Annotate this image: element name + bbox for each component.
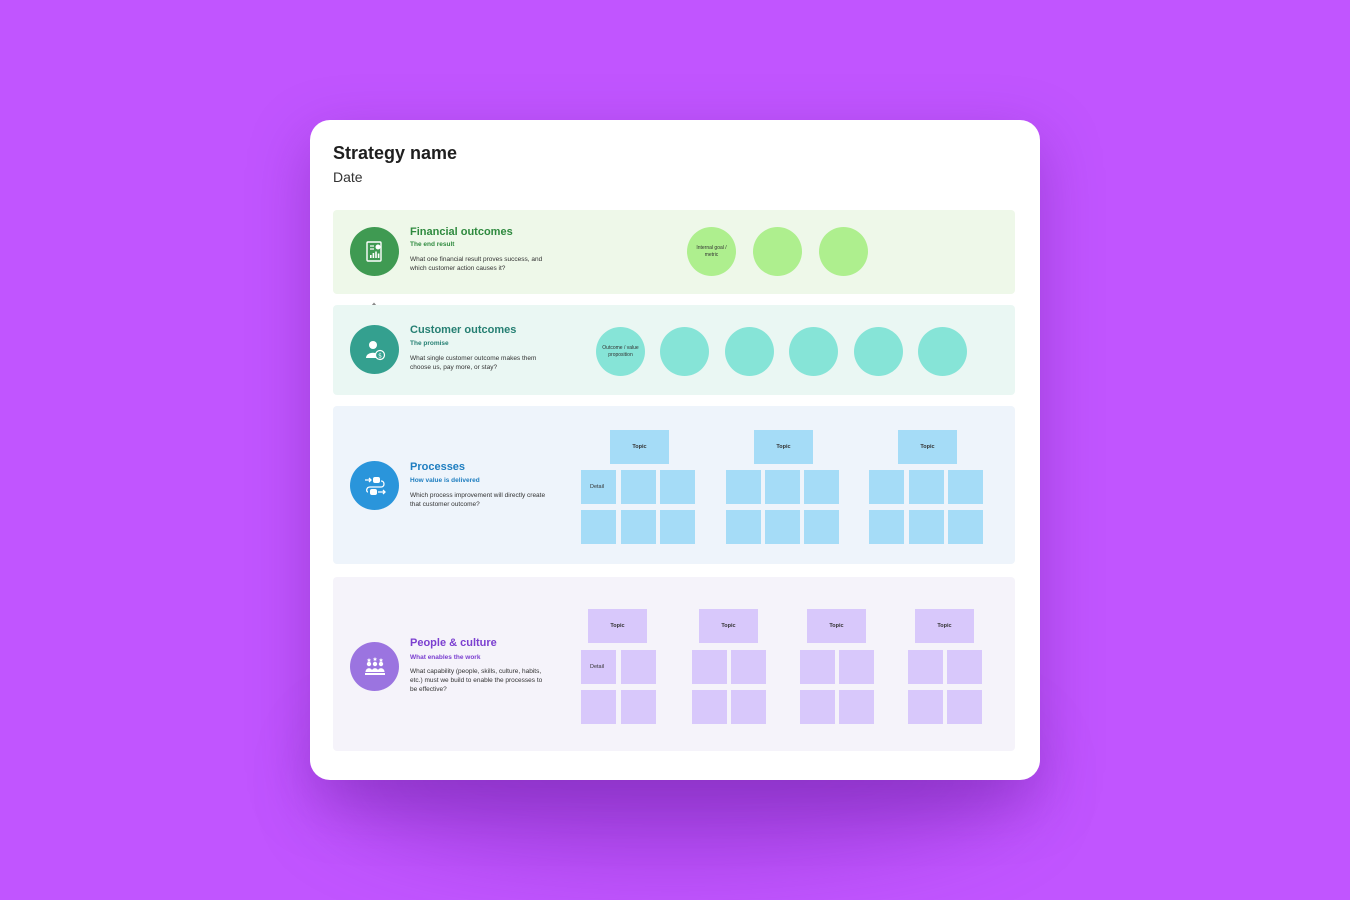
process-topic-sticky[interactable]: Topic <box>610 430 669 464</box>
financial-report-icon <box>365 240 382 262</box>
detail-label: Detail <box>590 484 605 490</box>
people-detail-sticky[interactable] <box>581 690 616 724</box>
people-detail-sticky[interactable] <box>947 690 982 724</box>
circle-label: Outcome / value proposition <box>602 345 639 358</box>
team-people-icon <box>364 656 385 675</box>
customer-outcome-circle[interactable] <box>725 327 774 376</box>
people-detail-sticky[interactable] <box>692 690 727 724</box>
people-topic-sticky[interactable]: Topic <box>807 609 866 643</box>
people-topic-sticky[interactable]: Topic <box>588 609 647 643</box>
topic-label: Topic <box>721 623 736 629</box>
financial-goal-circle[interactable]: Internal goal / metric <box>687 227 736 276</box>
financial-goal-circle[interactable] <box>753 227 802 276</box>
process-detail-sticky[interactable] <box>804 470 839 504</box>
topic-label: Topic <box>829 623 844 629</box>
topic-label: Topic <box>632 444 647 450</box>
customer-outcome-circle[interactable] <box>789 327 838 376</box>
process-detail-sticky[interactable] <box>660 510 695 544</box>
people-detail-sticky[interactable] <box>800 690 835 724</box>
board-date[interactable]: Date <box>333 169 363 185</box>
customer-subheading: The promise <box>410 340 449 347</box>
topic-label: Topic <box>937 623 952 629</box>
topic-label: Topic <box>920 444 935 450</box>
process-detail-sticky[interactable] <box>726 510 761 544</box>
process-detail-sticky[interactable] <box>909 510 944 544</box>
processes-subheading: How value is delivered <box>410 477 480 484</box>
people-detail-sticky[interactable] <box>908 650 943 684</box>
process-detail-sticky[interactable] <box>869 470 904 504</box>
processes-icon-circle <box>350 461 399 510</box>
process-detail-sticky[interactable] <box>726 470 761 504</box>
people-detail-sticky[interactable] <box>908 690 943 724</box>
customer-dollar-icon: $ <box>365 340 385 360</box>
people-detail-sticky[interactable] <box>621 690 656 724</box>
process-detail-sticky[interactable] <box>581 510 616 544</box>
people-detail-sticky[interactable] <box>839 650 874 684</box>
people-topic-sticky[interactable]: Topic <box>915 609 974 643</box>
process-flow-icon <box>364 476 386 495</box>
people-detail-sticky[interactable] <box>692 650 727 684</box>
customer-outcome-circle[interactable]: Outcome / value proposition <box>596 327 645 376</box>
people-description: What capability (people, skills, culture… <box>410 668 543 693</box>
financial-outcomes-band <box>333 210 1015 294</box>
process-detail-sticky[interactable]: Detail <box>581 470 616 504</box>
financial-description: What one financial result proves success… <box>410 256 543 272</box>
financial-goal-circle[interactable] <box>819 227 868 276</box>
customer-outcome-circle[interactable] <box>660 327 709 376</box>
processes-description: Which process improvement will directly … <box>410 492 546 508</box>
financial-subheading: The end result <box>410 241 455 248</box>
people-detail-sticky[interactable] <box>621 650 656 684</box>
people-subheading: What enables the work <box>410 654 481 661</box>
process-detail-sticky[interactable] <box>621 470 656 504</box>
people-heading: People & culture <box>410 637 497 649</box>
topic-label: Topic <box>610 623 625 629</box>
customer-outcome-circle[interactable] <box>854 327 903 376</box>
process-detail-sticky[interactable] <box>948 510 983 544</box>
financial-icon-circle <box>350 227 399 276</box>
process-detail-sticky[interactable] <box>909 470 944 504</box>
customer-outcome-circle[interactable] <box>918 327 967 376</box>
people-detail-sticky[interactable] <box>731 690 766 724</box>
people-detail-sticky[interactable]: Detail <box>581 650 616 684</box>
people-icon-circle <box>350 642 399 691</box>
people-detail-sticky[interactable] <box>839 690 874 724</box>
customer-description: What single customer outcome makes them … <box>410 355 537 371</box>
process-detail-sticky[interactable] <box>765 470 800 504</box>
people-detail-sticky[interactable] <box>800 650 835 684</box>
processes-heading: Processes <box>410 461 466 473</box>
process-detail-sticky[interactable] <box>804 510 839 544</box>
circle-label: Internal goal / metric <box>696 245 727 258</box>
people-detail-sticky[interactable] <box>947 650 982 684</box>
detail-label: Detail <box>590 664 605 670</box>
financial-heading: Financial outcomes <box>410 226 513 238</box>
process-detail-sticky[interactable] <box>948 470 983 504</box>
strategy-board: Strategy name Date Financial outcomes Th… <box>310 120 1040 780</box>
customer-heading: Customer outcomes <box>410 324 517 336</box>
process-detail-sticky[interactable] <box>660 470 695 504</box>
process-detail-sticky[interactable] <box>621 510 656 544</box>
people-culture-band <box>333 577 1015 751</box>
topic-label: Topic <box>776 444 791 450</box>
people-detail-sticky[interactable] <box>731 650 766 684</box>
board-title[interactable]: Strategy name <box>333 143 458 163</box>
people-topic-sticky[interactable]: Topic <box>699 609 758 643</box>
process-detail-sticky[interactable] <box>869 510 904 544</box>
process-topic-sticky[interactable]: Topic <box>898 430 957 464</box>
process-topic-sticky[interactable]: Topic <box>754 430 813 464</box>
customer-icon-circle: $ <box>350 325 399 374</box>
process-detail-sticky[interactable] <box>765 510 800 544</box>
svg-text:$: $ <box>378 352 382 359</box>
